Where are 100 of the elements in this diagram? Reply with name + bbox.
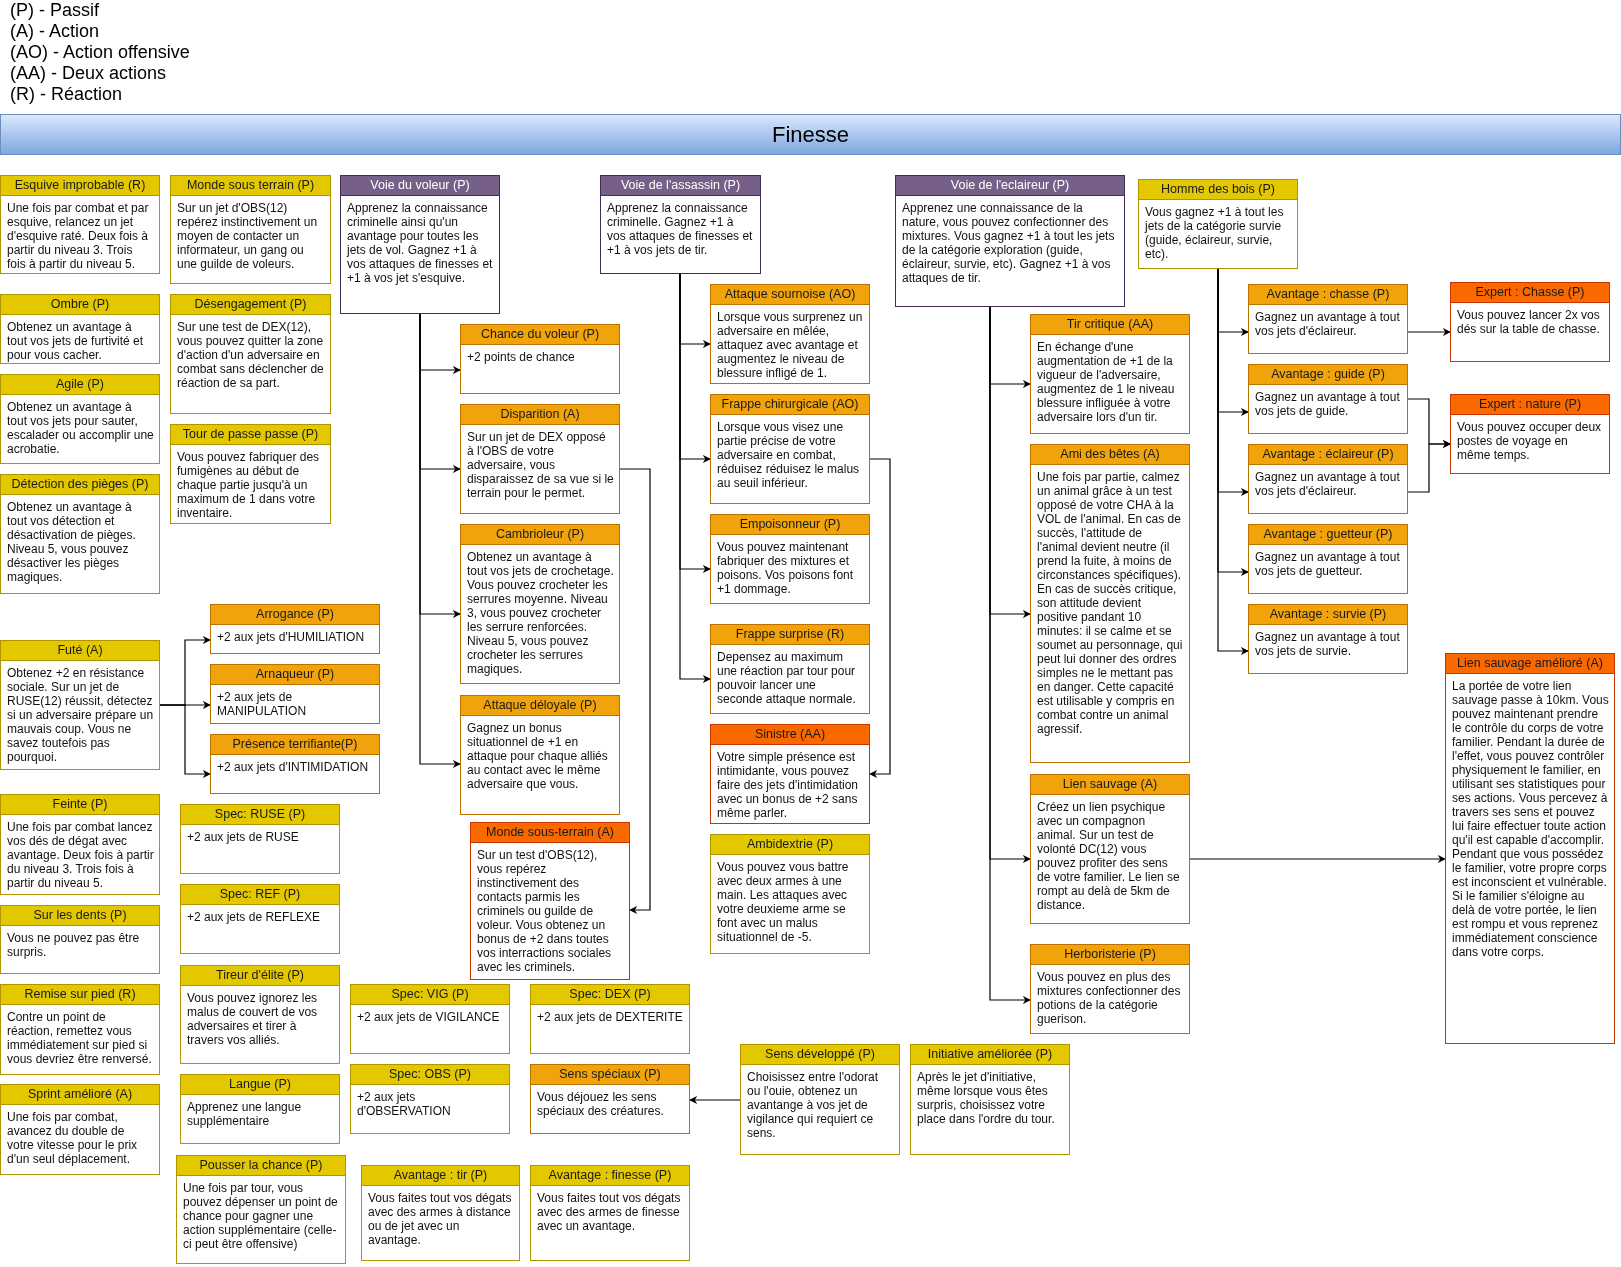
arrow xyxy=(1189,855,1446,863)
arrow xyxy=(679,273,711,683)
title-banner: Finesse xyxy=(0,114,1621,155)
card-text: Lorsque vous visez une partie précise de votre adversaire en combat, réduisez réduisez le malus au seuil inférieur. xyxy=(716,419,861,490)
card-text: La portée de votre lien sauvage passe à 10km. Vous pouvez maintenant prendre le contrôle du corps de votre familier. Pendant la durée de l'effet, vous pouvez contrôler physiquement le familier, en utilisant ses statistiques pour ses actions. Vous percevez à travers ses sens et pouvez lui faire effectuer toute action qu'il est capable d'accomplir. Pendant que vous possédez le familier, votre propre corps est inconscient et vulnérable. Si le familier s'éloigne au delà de votre portée, le lien est rompu et vous reprenez immédiatement conscience dans votre corps. xyxy=(1451,678,1610,959)
card-text: Vous pouvez ignorez les malus de couvert de vos adversaires et tirer à travers vos alliés. xyxy=(186,990,319,1047)
card-title: Feinte (P) xyxy=(1,795,159,815)
skill-card xyxy=(1030,444,1190,763)
arrow xyxy=(689,1096,741,1104)
skill-card xyxy=(170,294,331,414)
card-text: Une fois par combat lancez vos dés de dégat avec avantage. Deux fois à partir du niveau 3. Trois fois à partir du niveau 5. xyxy=(6,819,155,890)
card-title: Lien sauvage (A) xyxy=(1031,775,1189,795)
card-text: +2 aux jets de DEXTERITE xyxy=(536,1009,684,1024)
skill-card xyxy=(0,294,160,364)
abbreviation-note: (AO) - Action offensive xyxy=(10,42,190,63)
card-text: Apprenez une langue supplémentaire xyxy=(186,1099,303,1128)
card-title: Lien sauvage amélioré (A) xyxy=(1446,654,1614,674)
skill-card xyxy=(710,394,870,504)
card-title: Détection des pièges (P) xyxy=(1,475,159,495)
card-text: Créez un lien psychique avec un compagnon animal. Sur un test de volonté DC(12) vous pouvez profiter des sens de votre familier. Le lien se rompt au delà de 5km de distance. xyxy=(1036,799,1181,912)
card-title: Sprint amélioré (A) xyxy=(1,1085,159,1105)
skill-card xyxy=(1248,364,1408,434)
card-title: Avantage : finesse (P) xyxy=(531,1166,689,1186)
card-text: Vous pouvez en plus des mixtures confectionner des potions de la catégorie guerison. xyxy=(1036,969,1182,1026)
card-text: Vous faites tout vos dégats avec des armes à distance ou de jet avec un avantage. xyxy=(367,1190,513,1247)
skill-card xyxy=(0,474,160,594)
skill-card xyxy=(180,965,340,1064)
card-title: Voie de l'eclaireur (P) xyxy=(896,176,1124,196)
skill-card xyxy=(1248,604,1408,674)
skill-card xyxy=(0,794,160,895)
skill-card xyxy=(170,175,331,284)
card-text: Apprenez une connaissance de la nature, vous pouvez confectionner des mixtures. Vous gagnez +1 à tout les jets de la catégorie exploration (guide, éclaireur, survie, etc). Gagnez +1 à vos attaques de tir. xyxy=(901,200,1116,285)
skill-card xyxy=(1248,444,1408,514)
card-text: En échange d'une augmentation de +1 de la vigueur de l'adversaire, augmentez de 1 le niveau blessure infliguée à votre adversaire lors d'un tir. xyxy=(1036,339,1176,424)
card-text: Sur une test de DEX(12), vous pouvez quitter la zone d'action d'un adversaire en combat sans déclencher de réaction de sa part. xyxy=(176,319,325,390)
card-text: Une fois par combat et par esquive, relancez un jet d'esquive raté. Deux fois à partir du niveau 3. Trois fois à partir du niveau 5. xyxy=(6,200,150,271)
skill-card xyxy=(361,1165,520,1261)
card-text: Vous pouvez fabriquer des fumigènes au début de chaque partie jusqu'à un maximum de 1 dans votre inventaire. xyxy=(176,449,321,520)
card-title: Avantage : chasse (P) xyxy=(1249,285,1407,305)
card-title: Ami des bêtes (A) xyxy=(1031,445,1189,465)
card-text: Gagnez un avantage à tout vos jets de survie. xyxy=(1254,629,1401,658)
card-text: Obtenez un avantage à tout vos jets de crochetage. Vous pouvez crocheter les serrures moyenne. Niveau 3, vous pouvez crocheter les serrure renforcées. Niveau 5, vous pouvez crocheter les serrures magiques. xyxy=(466,549,615,676)
card-title: Spec: REF (P) xyxy=(181,885,339,905)
card-title: Frappe surprise (R) xyxy=(711,625,869,645)
card-title: Agile (P) xyxy=(1,375,159,395)
card-title: Sens développé (P) xyxy=(741,1045,899,1065)
card-title: Monde sous terrain (P) xyxy=(171,176,330,196)
card-text: Vous pouvez occuper deux postes de voyage en même temps. xyxy=(1456,419,1603,462)
card-title: Attaque sournoise (AO) xyxy=(711,285,869,305)
card-text: Votre simple présence est intimidante, vous pouvez faire des jets d'intimidation avec un bonus de +2 sans même parler. xyxy=(716,749,860,820)
card-text: Une fois par partie, calmez un animal grâce à un test opposé de votre CHA à la VOL de l'animal. En cas de succès, l'attitude de l'animal devient neutre (il prend la fuite, à moins de circonstances spécifiques). En cas de succès critique, son attitude devient positive pandant 10 minutes: il se calme et se soumet au personnage, qui peut lui donner des ordres simples ne le mettant pas en danger. Cette capacité est utilisable y compris en combat contre un animal agressif. xyxy=(1036,469,1184,736)
skill-card xyxy=(910,1044,1070,1155)
card-text: Apprenez la connaissance criminelle ainsi qu'un avantage pour toutes les jets de vol. Gagnez +1 à vos attaques de finesses et +1 à vos jet s'esquive. xyxy=(345,200,494,285)
arrow xyxy=(159,704,211,778)
skill-card xyxy=(1248,524,1408,594)
skill-card xyxy=(710,834,870,954)
card-title: Chance du voleur (P) xyxy=(461,325,619,345)
abbreviation-note: (R) - Réaction xyxy=(10,84,123,105)
card-title: Initiative améliorée (P) xyxy=(911,1045,1069,1065)
card-text: Lorsque vous surprenez un adversaire en mêlée, attaquez avec avantage et augmentez le niveau de blessure infligé de 1. xyxy=(716,309,864,380)
card-title: Futé (A) xyxy=(1,641,159,661)
arrow xyxy=(1407,440,1451,493)
card-title: Arnaqueur (P) xyxy=(211,665,379,685)
card-text: Vous déjouez les sens spéciaux des créatures. xyxy=(536,1089,665,1118)
skill-card xyxy=(1030,774,1190,924)
card-title: Spec: VIG (P) xyxy=(351,985,509,1005)
card-text: Obtenez +2 en résistance sociale. Sur un jet de RUSE(12) réussit, détectez si un adversaire prépare un mauvais coup. Vous ne savez toutefois pas pourquoi. xyxy=(6,665,155,764)
skill-card xyxy=(1450,394,1610,474)
skill-card xyxy=(0,984,160,1075)
card-title: Herboristerie (P) xyxy=(1031,945,1189,965)
skill-card xyxy=(710,624,870,714)
card-text: Contre un point de réaction, remettez vous immédiatement sur pied si vous devriez être renversé. xyxy=(6,1009,153,1066)
card-text: Depensez au maximum une réaction par tour pour pouvoir lancer une seconde attaque normale. xyxy=(716,649,857,706)
arrow xyxy=(869,458,891,778)
card-title: Sur les dents (P) xyxy=(1,906,159,926)
skill-card xyxy=(0,374,160,464)
skill-card xyxy=(710,284,870,384)
card-text: Obtenez un avantage à tout vos détection et désactivation de pièges. Niveau 5, vous pouvez désactiver les pièges magiques. xyxy=(6,499,137,584)
skill-card xyxy=(176,1155,346,1264)
card-text: +2 aux jets de REFLEXE xyxy=(186,909,322,924)
card-text: Vous pouvez vous battre avec deux armes à une main. Les attaques avec votre deuxieme arme se font avec un malus situationnel de -5. xyxy=(716,859,850,944)
card-title: Sens spéciaux (P) xyxy=(531,1065,689,1085)
skill-card xyxy=(0,1084,160,1175)
skill-card xyxy=(1030,314,1190,434)
card-title: Ambidextrie (P) xyxy=(711,835,869,855)
skill-card xyxy=(530,984,690,1054)
skill-card xyxy=(1248,284,1408,354)
skill-card xyxy=(180,804,340,874)
card-text: Obtenez un avantage à tout vos jets de furtivité et pour vous cacher. xyxy=(6,319,145,362)
card-text: Une fois par combat, avancez du double de votre vitesse pour le prix d'un seul déplacement. xyxy=(6,1109,139,1166)
card-title: Attaque déloyale (P) xyxy=(461,696,619,716)
card-text: Vous pouvez maintenant fabriquer des mixtures et poisons. Vos poisons font +1 dommage. xyxy=(716,539,855,596)
skill-card xyxy=(530,1165,690,1261)
skill-card xyxy=(460,524,620,684)
skill-card xyxy=(340,175,500,314)
abbreviation-note: (A) - Action xyxy=(10,21,100,42)
card-title: Cambrioleur (P) xyxy=(461,525,619,545)
card-text: Obtenez un avantage à tout vos jets pour sauter, escalader ou accomplir une acrobatie. xyxy=(6,399,155,456)
card-title: Esquive improbable (R) xyxy=(1,176,159,196)
card-text: Gagnez un avantage à tout vos jets d'éclaireur. xyxy=(1254,469,1401,498)
